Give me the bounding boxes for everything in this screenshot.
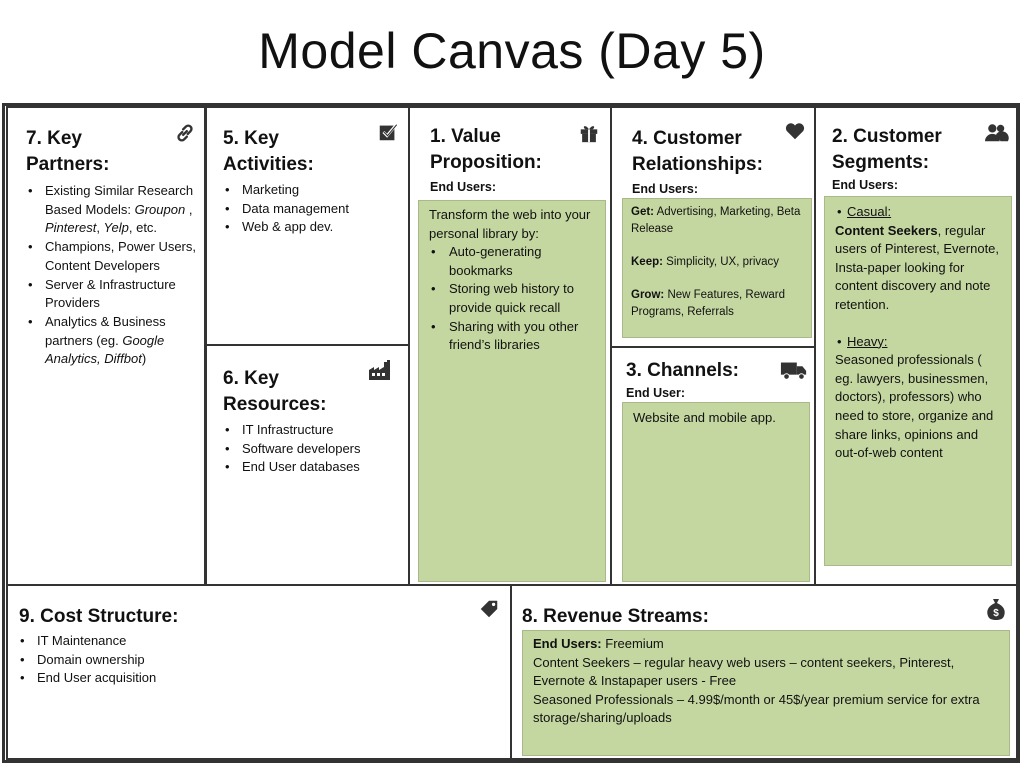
key-partners-title: 7. Key Partners: [26, 128, 110, 175]
list-item: Casual: [835, 203, 1001, 222]
revenue-line-1-text: Freemium [601, 636, 664, 651]
channels-title: 3. Channels: [626, 360, 739, 381]
customer-relationships-note: Get: Advertising, Marketing, Beta Releas… [622, 198, 812, 338]
get-line: Get: Advertising, Marketing, Beta Releas… [631, 204, 803, 238]
cost-structure-title: 9. Cost Structure: [19, 606, 179, 627]
heavy-description: Seasoned professionals ( eg. lawyers, bu… [835, 352, 994, 461]
value-proposition-title: 1. Value Proposition: [430, 126, 542, 173]
keep-line: Keep: Simplicity, UX, privacy [631, 254, 803, 271]
channels-note: Website and mobile app. [622, 402, 810, 582]
page-title: Model Canvas (Day 5) [258, 23, 766, 79]
list-item: Heavy: [835, 333, 1001, 352]
key-partners-box: 7. Key Partners: Existing Similar Resear… [6, 106, 206, 586]
list-item: Storing web history to provide quick rec… [429, 280, 595, 317]
revenue-line-1: End Users: Freemium [533, 635, 999, 654]
cost-structure-list: IT Maintenance Domain ownership End User… [18, 632, 318, 688]
people-icon [985, 124, 1009, 142]
value-proposition-intro: Transform the web into your personal lib… [429, 207, 591, 241]
key-resources-box: 6. Key Resources: IT Infrastructure Soft… [205, 344, 410, 586]
list-item: Sharing with you other friend’s librarie… [429, 318, 595, 355]
factory-icon [369, 360, 390, 380]
gift-icon [580, 126, 598, 143]
casual-label: Casual: [847, 204, 892, 219]
customer-relationships-box: 4. Customer Relationships: End Users: Ge… [610, 106, 816, 348]
value-proposition-list: Auto-generating bookmarks Storing web hi… [429, 243, 595, 355]
value-proposition-box: 1. Value Proposition: End Users: Transfo… [408, 106, 612, 586]
casual-text: , regular users of Pinterest, Evernote, … [835, 222, 1000, 312]
get-text: Advertising, Marketing, Beta Release [631, 206, 801, 235]
heavy-label: Heavy: [847, 333, 888, 349]
customer-relationships-title: 4. Customer Relationships: [632, 128, 763, 175]
casual-segment: Casual: [835, 203, 1001, 222]
customer-segments-subtitle: End Users: [832, 178, 898, 192]
value-proposition-note: Transform the web into your personal lib… [418, 200, 606, 582]
cost-structure-box: 9. Cost Structure: IT Maintenance Domain… [6, 584, 512, 760]
list-item: IT Infrastructure [223, 421, 403, 440]
customer-segments-note: Casual: Content Seekers, regular users o… [824, 196, 1012, 566]
key-activities-list: Marketing Data management Web & app dev. [223, 181, 403, 237]
revenue-streams-title: 8. Revenue Streams: [522, 606, 709, 627]
checkbox-icon [379, 123, 398, 141]
list-item: Domain ownership [18, 651, 318, 670]
key-partners-list: Existing Similar Research Based Models: … [26, 182, 198, 369]
truck-icon [780, 362, 807, 380]
grow-text: New Features, Reward Programs, Referrals [631, 289, 786, 318]
list-item: Analytics & Business partners (eg. Googl… [26, 313, 198, 369]
channels-text: Website and mobile app. [633, 410, 776, 425]
keep-text: Simplicity, UX, privacy [666, 256, 780, 268]
key-resources-title: 6. Key Resources: [223, 368, 327, 415]
customer-relationships-subtitle: End Users: [632, 182, 698, 196]
list-item: Web & app dev. [223, 218, 403, 237]
list-item: Data management [223, 200, 403, 219]
revenue-streams-note: End Users: Freemium Content Seekers – re… [522, 630, 1010, 756]
grow-label: Grow: [631, 289, 665, 301]
customer-segments-title: 2. Customer Segments: [832, 126, 942, 173]
list-item: Marketing [223, 181, 403, 200]
list-item: End User databases [223, 458, 403, 477]
channels-subtitle: End User: [626, 386, 686, 400]
value-proposition-subtitle: End Users: [430, 180, 496, 194]
revenue-line-2: Content Seekers – regular heavy web user… [533, 654, 955, 689]
svg-text:$: $ [993, 608, 999, 619]
grow-line: Grow: New Features, Reward Programs, Ref… [631, 287, 803, 321]
list-item: Software developers [223, 440, 403, 459]
list-item: Server & Infrastructure Providers [26, 276, 198, 313]
channels-box: 3. Channels: End User: Website and mobil… [610, 346, 816, 586]
revenue-line-3: Seasoned Professionals – 4.99$/month or … [533, 691, 980, 726]
casual-description: Content Seekers, regular users of Pinter… [835, 222, 1001, 315]
link-icon [177, 124, 193, 142]
customer-segments-box: 2. Customer Segments: End Users: Casual:… [814, 106, 1018, 586]
keep-label: Keep: [631, 256, 663, 268]
money-bag-icon: $ [987, 599, 1005, 620]
price-tag-icon [480, 600, 498, 618]
list-item: Auto-generating bookmarks [429, 243, 595, 280]
key-activities-box: 5. Key Activities: Marketing Data manage… [205, 106, 410, 346]
heavy-segment: Heavy: [835, 333, 1001, 352]
casual-bold: Content Seekers [835, 222, 938, 238]
list-item: IT Maintenance [18, 632, 318, 651]
list-item: Existing Similar Research Based Models: … [26, 182, 198, 238]
heart-icon [785, 123, 805, 140]
revenue-streams-box: 8. Revenue Streams: $ End Users: Freemiu… [510, 584, 1018, 760]
key-resources-list: IT Infrastructure Software developers En… [223, 421, 403, 477]
list-item: Champions, Power Users, Content Develope… [26, 238, 198, 275]
key-activities-title: 5. Key Activities: [223, 128, 314, 175]
list-item: End User acquisition [18, 669, 318, 688]
get-label: Get: [631, 206, 654, 218]
revenue-line-1-bold: End Users: [533, 636, 602, 651]
